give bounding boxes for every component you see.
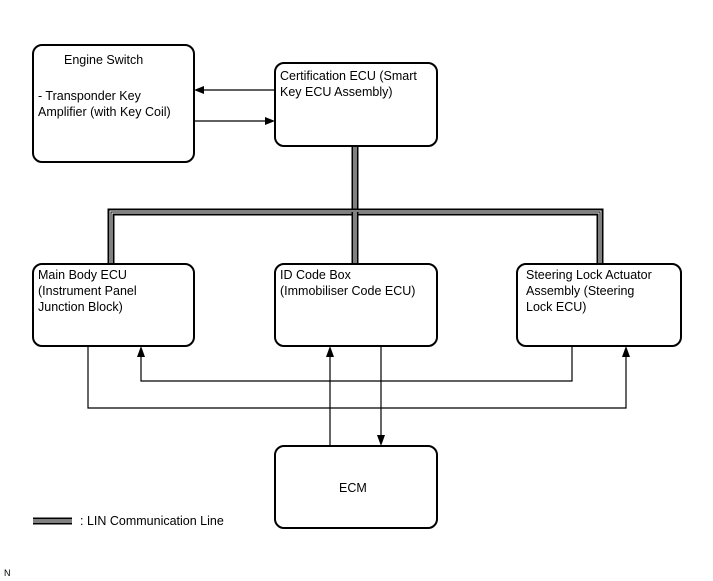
engine-switch-line2: Amplifier (with Key Coil): [38, 105, 171, 119]
arrowhead-to-main-body-ecu: [137, 346, 145, 357]
engine-switch-title: Engine Switch: [64, 53, 143, 67]
legend: : LIN Communication Line: [33, 514, 224, 528]
engine-switch-box: Engine Switch - Transponder Key Amplifie…: [32, 44, 195, 163]
main-body-ecu-box: Main Body ECU (Instrument Panel Junction…: [32, 263, 195, 347]
certification-ecu-box: Certification ECU (Smart Key ECU Assembl…: [274, 62, 438, 147]
main-body-ecu-line1: Main Body ECU: [38, 268, 127, 282]
ecm-box: ECM: [274, 445, 438, 529]
legend-label: : LIN Communication Line: [80, 514, 224, 528]
arrowhead-to-id-code-box: [326, 346, 334, 357]
lin-bus: [107, 146, 604, 264]
steering-lock-line2: Assembly (Steering: [526, 284, 634, 298]
arrowhead-to-certification-ecu: [265, 117, 275, 125]
corner-mark: N: [4, 568, 11, 578]
id-code-box: ID Code Box (Immobiliser Code ECU): [274, 263, 438, 347]
certification-ecu-line1: Certification ECU (Smart: [280, 69, 417, 83]
steering-lock-box: Steering Lock Actuator Assembly (Steerin…: [516, 263, 682, 347]
steering-lock-line1: Steering Lock Actuator: [526, 268, 652, 282]
certification-ecu-line2: Key ECU Assembly): [280, 85, 393, 99]
id-code-box-line2: (Immobiliser Code ECU): [280, 284, 415, 298]
arrowhead-to-ecm: [377, 435, 385, 446]
engine-switch-line1: - Transponder Key: [38, 89, 142, 103]
steering-lock-line3: Lock ECU): [526, 300, 586, 314]
main-body-ecu-line2: (Instrument Panel: [38, 284, 137, 298]
ecm-label: ECM: [339, 481, 367, 495]
id-code-box-line1: ID Code Box: [280, 268, 352, 282]
arrowhead-to-steering-lock: [622, 346, 630, 357]
signal-wires: [87, 346, 630, 446]
arrowhead-to-engine-switch: [194, 86, 204, 94]
main-body-ecu-line3: Junction Block): [38, 300, 123, 314]
engine-cert-wires: [194, 86, 275, 125]
